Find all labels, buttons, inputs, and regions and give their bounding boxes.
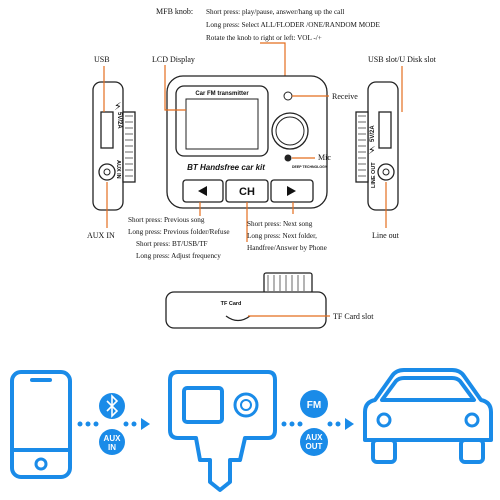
dot <box>77 421 83 427</box>
brand-text: Car FM transmitter <box>195 91 249 97</box>
fm-badge <box>300 390 328 418</box>
next-line-3: Handfree/Answer by Phone <box>247 244 327 252</box>
lcd-label: LCD Display <box>152 55 195 64</box>
next-arrow-icon <box>287 186 296 196</box>
right-voltage-label: 5V/2A <box>370 125 376 142</box>
left-lightning-icon: ⚡ <box>114 101 122 113</box>
prev-arrow-icon <box>198 186 207 196</box>
model-text: BT Handsfree car kit <box>187 163 265 172</box>
bottom-view: TF Card <box>165 272 327 329</box>
right-lineout-text: LINE OUT <box>371 162 377 188</box>
dot <box>131 421 137 427</box>
left-knob-stub <box>122 111 136 183</box>
lcd-screen <box>185 98 259 150</box>
tf-slot-label: TF Card slot <box>333 312 374 321</box>
dot <box>281 421 287 427</box>
dot <box>93 421 99 427</box>
line-out-label: Line out <box>372 231 400 240</box>
left-voltage-label: 5V/2A <box>116 112 122 129</box>
aux-out-badge <box>300 428 328 456</box>
left-usb-port <box>100 111 114 149</box>
mfb-line-1: Short press: play/pause, answer/hang up … <box>206 8 344 16</box>
dot <box>289 421 295 427</box>
car-icon <box>363 368 493 464</box>
right-lightning-icon: ⚡ <box>368 145 376 157</box>
aux-out-badge-line-1: AUX <box>306 433 324 442</box>
dot <box>297 421 303 427</box>
front-view: Car FM transmitter DEEP TECHNOLOGY BT Ha… <box>166 75 328 209</box>
dot <box>123 421 129 427</box>
bluetooth-icon <box>106 394 119 418</box>
mfb-label: MFB knob: <box>156 7 193 16</box>
tf-slot <box>225 315 251 322</box>
aux-in-badge-line-2: IN <box>108 443 116 452</box>
left-aux-text: AUX IN <box>115 160 121 179</box>
fm-badge-text: FM <box>307 400 321 411</box>
ch-line-1: Short press: BT/USB/TF <box>136 240 208 248</box>
prev-line-2: Long press: Previous folder/Refuse <box>128 228 230 236</box>
usb-label: USB <box>94 55 110 64</box>
dot <box>335 421 341 427</box>
receive-led <box>283 91 293 101</box>
left-side-view: 5V/2A ⚡ AUX IN <box>92 81 136 211</box>
dot <box>85 421 91 427</box>
tf-card-text: TF Card <box>221 301 242 307</box>
receive-label: Receive <box>332 92 358 101</box>
bottom-knob <box>263 272 313 294</box>
bottom-body <box>165 291 327 329</box>
next-line-1: Short press: Next song <box>247 220 313 228</box>
dot <box>327 421 333 427</box>
aux-in-badge-line-1: AUX <box>104 434 122 443</box>
aux-in-badge <box>99 429 125 455</box>
aux-out-badge-line-2: OUT <box>306 442 323 451</box>
flow-arrow-left <box>141 418 150 430</box>
mic-hole <box>284 154 292 162</box>
mfb-line-3: Rotate the knob to right or left: VOL -/… <box>206 34 322 42</box>
mfb-line-2: Long press: Select ALL/FLODER /ONE/RANDO… <box>206 21 380 29</box>
lcd-callout <box>164 65 186 111</box>
prev-line-1: Short press: Previous song <box>128 216 205 224</box>
mic-label: Mic <box>318 153 331 162</box>
next-line-2: Long press: Next folder, <box>247 232 317 240</box>
right-usb-port <box>378 111 392 149</box>
usb-slot-label: USB slot/U Disk slot <box>368 55 437 64</box>
ch-text: CH <box>239 186 255 198</box>
flow-arrow-right <box>345 418 354 430</box>
aux-in-label: AUX IN <box>87 231 115 240</box>
transmitter-icon <box>168 370 277 492</box>
ch-line-2: Long press: Adjust frequency <box>136 252 221 260</box>
tech-text: DEEP TECHNOLOGY <box>292 165 328 169</box>
phone-icon <box>10 370 72 479</box>
right-side-view: 5V/2A ⚡ LINE OUT <box>355 81 399 211</box>
right-knob-stub <box>355 111 369 183</box>
